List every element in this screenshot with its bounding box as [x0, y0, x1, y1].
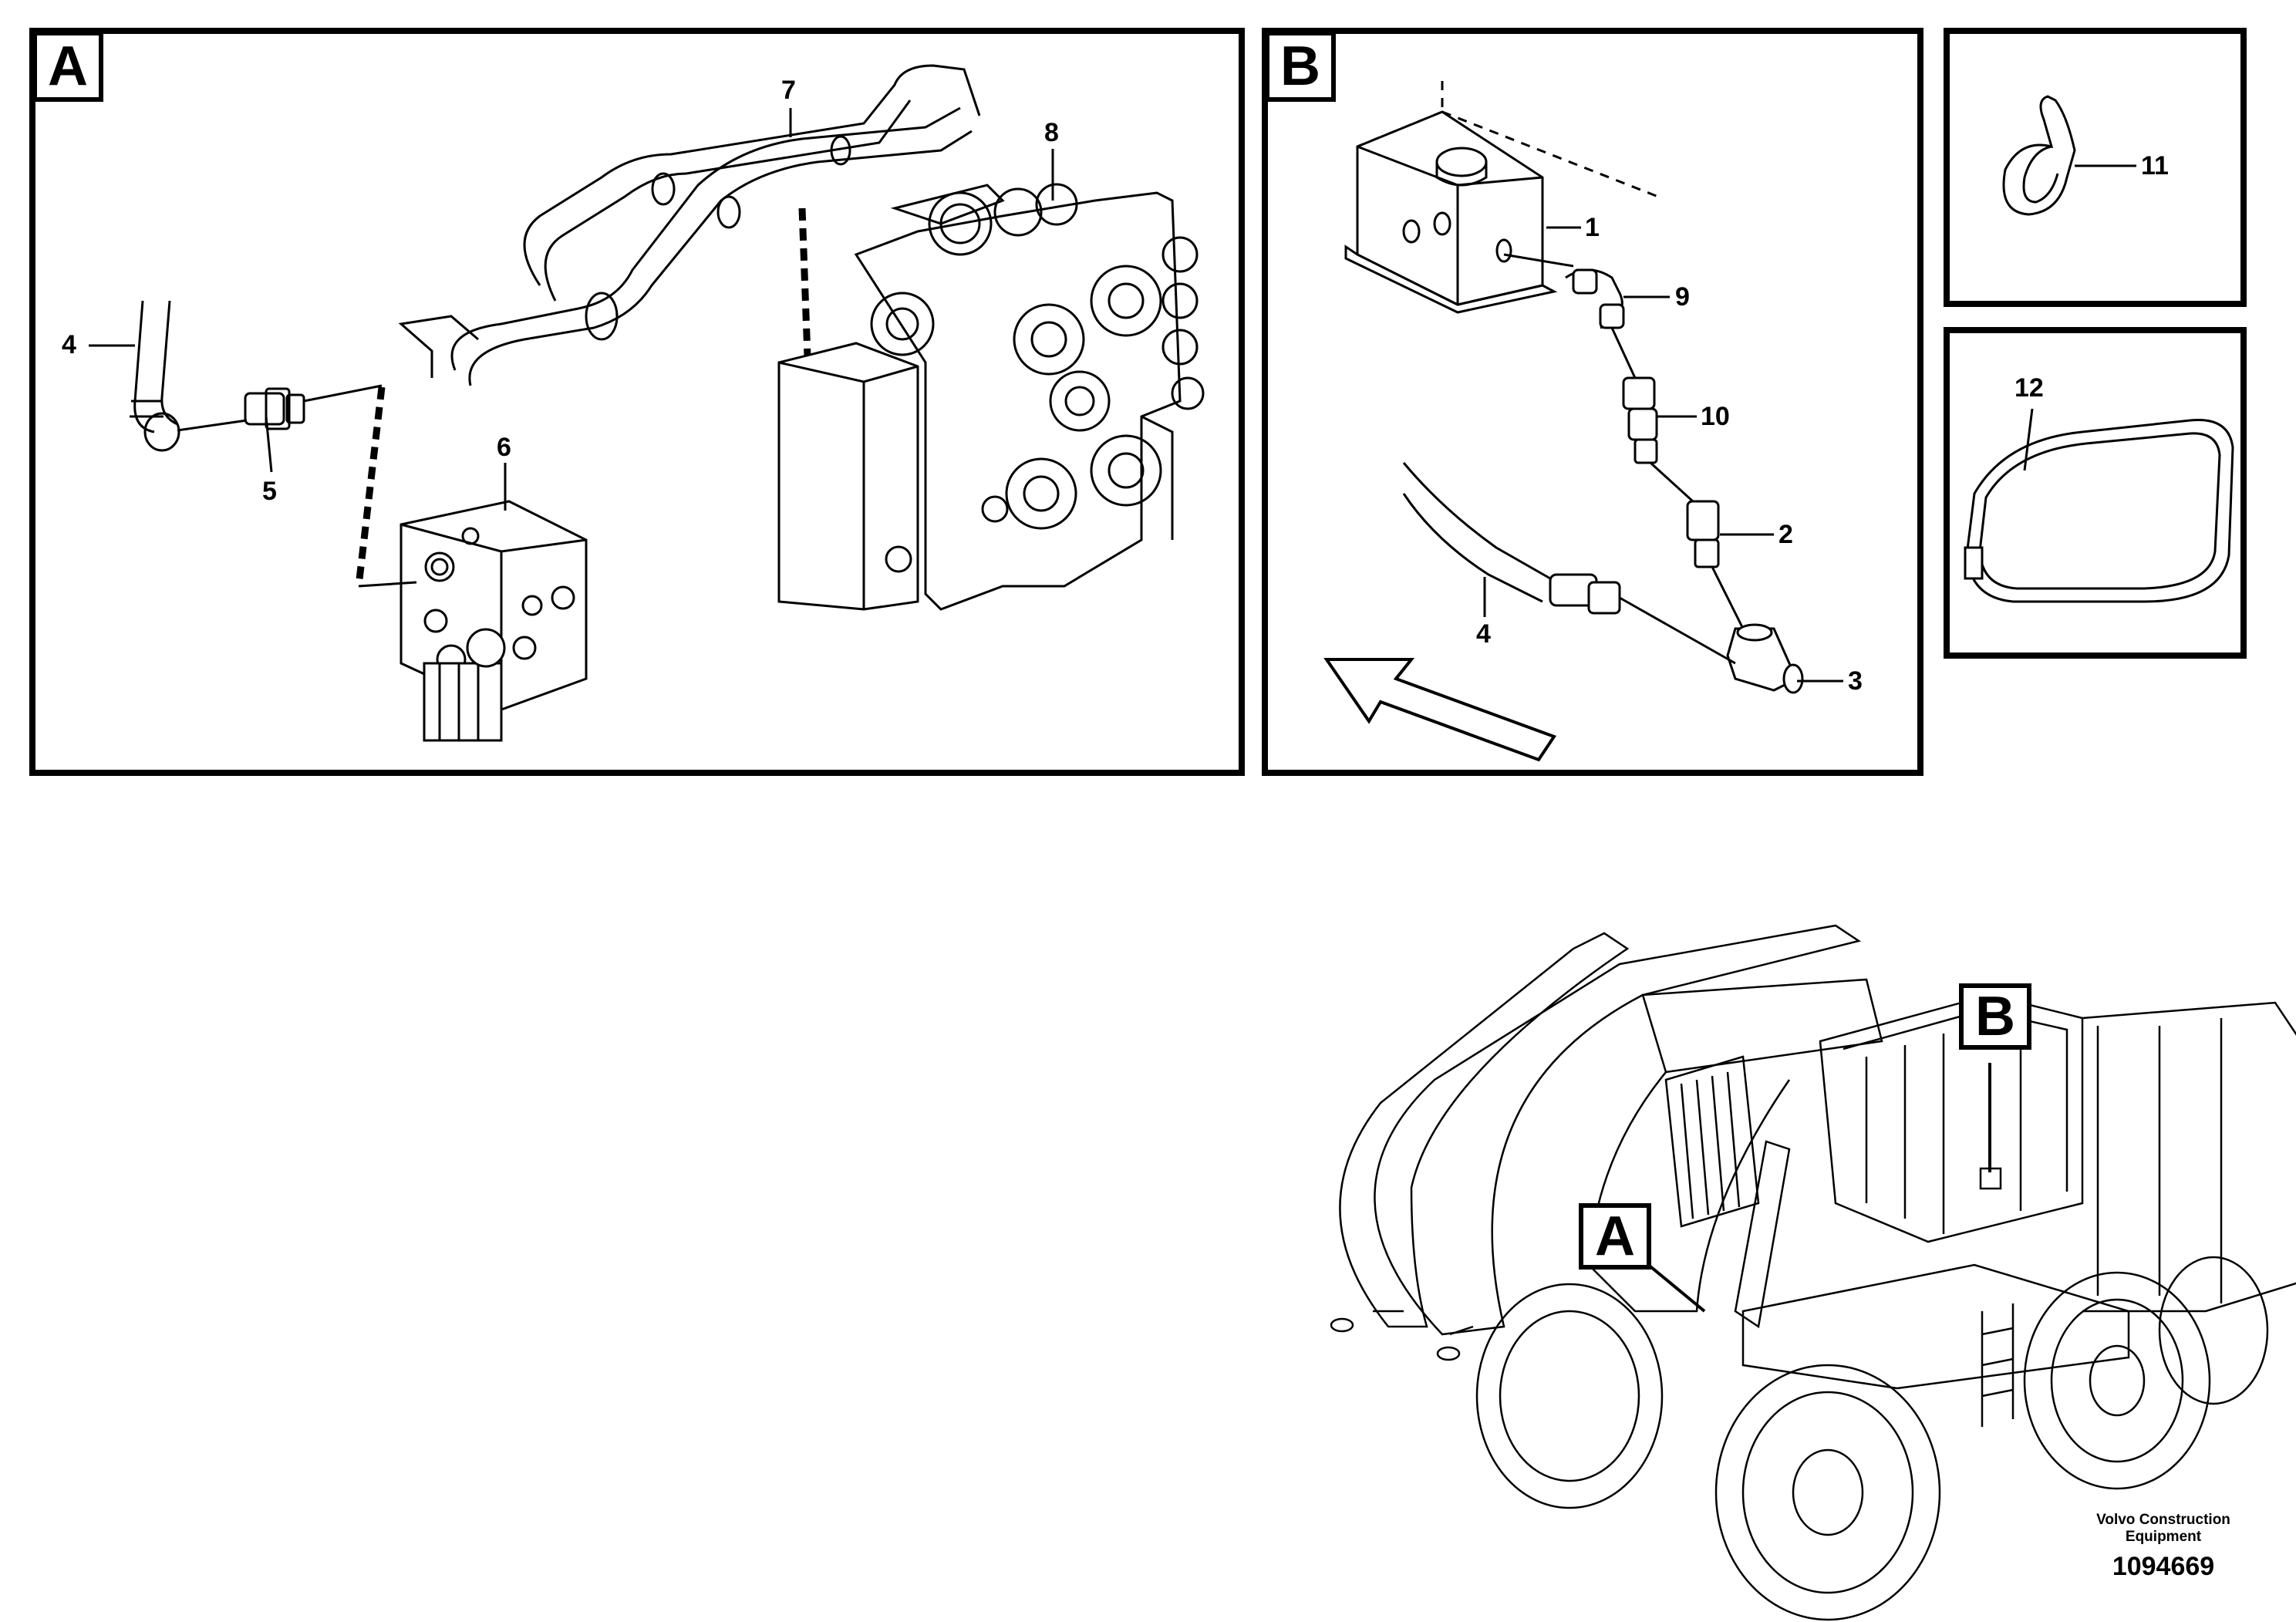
- overview-tag-a: A: [1579, 1203, 1651, 1270]
- panel-a-tag: A: [32, 31, 103, 102]
- callout-b-9: 9: [1675, 282, 1690, 312]
- elbow-9-drawing: [1565, 268, 1625, 329]
- tee-3-drawing: [1726, 623, 1804, 694]
- sensor-2-drawing: [1686, 500, 1720, 568]
- direction-arrow: [1323, 658, 1557, 762]
- callout-b-1: 1: [1585, 213, 1600, 242]
- callout-b-2: 2: [1778, 520, 1793, 549]
- callout-a-4: 4: [62, 330, 76, 359]
- overview-tag-b: B: [1959, 983, 2031, 1050]
- callout-b-4: 4: [1476, 619, 1491, 649]
- valve-block-6-drawing: [400, 500, 588, 742]
- dashed-leader-a2: [798, 207, 812, 379]
- callout-a-6: 6: [497, 433, 511, 462]
- dashed-leader-a1: [355, 386, 386, 587]
- company-name-line2: Equipment: [2125, 1528, 2202, 1545]
- company-name: Volvo Construction: [2096, 1512, 2230, 1528]
- panel-b-tag: B: [1265, 31, 1336, 102]
- drawing-number: 1094669: [2112, 1552, 2215, 1581]
- panel-c: [1944, 28, 2247, 307]
- hose-4b-drawing: [1402, 462, 1621, 615]
- main-valve-8-drawing: [777, 183, 1205, 611]
- callout-b-10: 10: [1701, 402, 1730, 431]
- callout-a-7: 7: [781, 76, 796, 105]
- callout-a-8: 8: [1044, 118, 1059, 147]
- callout-a-5: 5: [262, 477, 277, 506]
- company-caption: Volvo Construction Equipment: [2082, 1512, 2244, 1546]
- hose-4-drawing: [130, 300, 180, 452]
- pipe-7-drawing: [398, 64, 981, 386]
- callout-d-12: 12: [2014, 373, 2044, 403]
- callout-c-11: 11: [2141, 151, 2169, 180]
- panel-d: [1944, 327, 2247, 659]
- adapter-5-drawing: [244, 387, 305, 430]
- box-1-drawing: [1344, 110, 1558, 314]
- connector-10-drawing: [1622, 376, 1658, 464]
- callout-b-3: 3: [1848, 666, 1863, 696]
